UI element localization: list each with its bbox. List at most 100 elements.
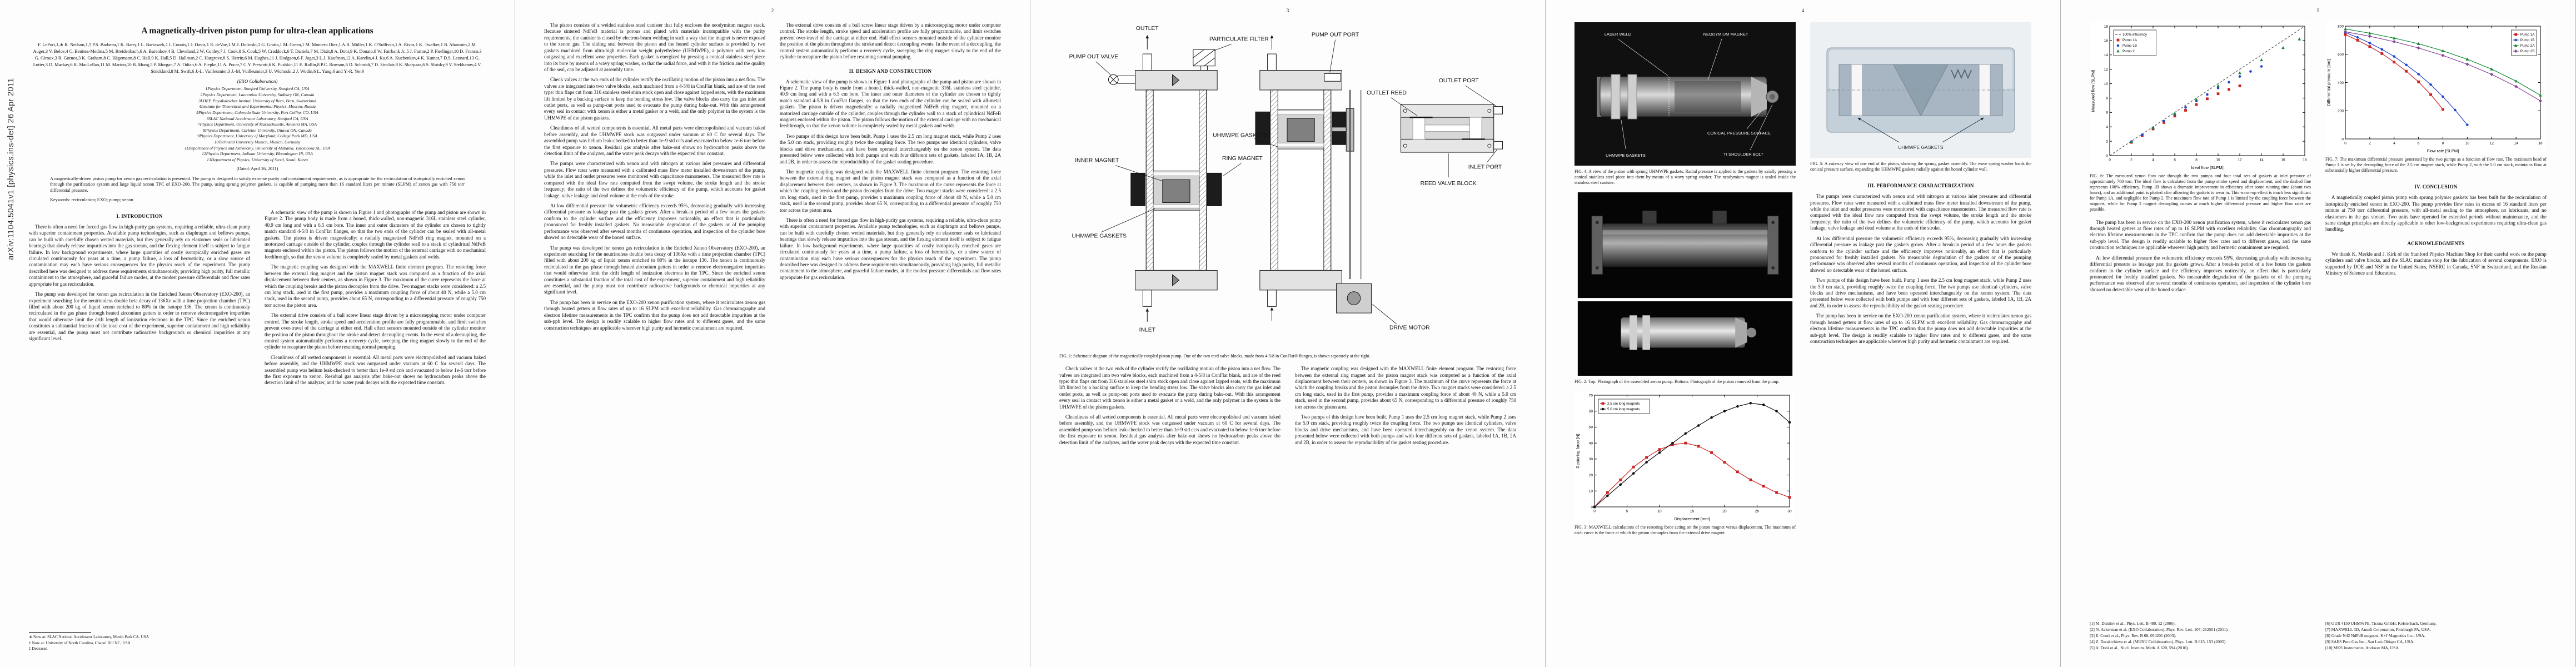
svg-text:12: 12	[2490, 142, 2494, 146]
figure-2-photo	[1575, 192, 1796, 376]
fig4-label-uhmwpe-gaskets: UHMWPE GASKETS	[1606, 153, 1646, 158]
fig5-cad-svg: UHMWPE GASKETS	[1810, 22, 2031, 158]
svg-text:0: 0	[1591, 506, 1593, 510]
body-paragraph: The pump was developed for xenon gas rec…	[544, 245, 765, 295]
left-column: The piston consists of a welded stainles…	[544, 22, 765, 651]
svg-text:0: 0	[2106, 154, 2108, 158]
body-paragraph: At low differential pressure the volumet…	[1810, 235, 2031, 273]
body-paragraph: At low differential pressure the volumet…	[544, 202, 765, 241]
reference: [10] MKS Instruments, Andover MA, USA.	[2325, 645, 2400, 650]
reed-valve-block-detail	[1401, 104, 1503, 153]
fig4-caption: FIG. 4: A view of the piston with sprung…	[1575, 169, 1796, 186]
ring-magnet-right	[1207, 172, 1222, 206]
svg-text:800: 800	[2338, 24, 2344, 28]
section-heading-introduction: I. INTRODUCTION	[116, 213, 163, 219]
fig4-photo-svg: LASER WELD NEODYMIUM MAGNET CONICAL PRES…	[1575, 22, 1796, 166]
reference-list-right: [6] GUR 4150 UHMWPE, Ticona GmbH, Kelste…	[2325, 621, 2547, 651]
two-column-body: LASER WELD NEODYMIUM MAGNET CONICAL PRES…	[1575, 22, 2031, 651]
body-paragraph: The magnetic coupling was designed with …	[780, 169, 1001, 213]
reference: [9] SAES Pure Gas Inc., San Luis Obispo …	[2325, 639, 2415, 644]
affiliation: 1Physics Department, Stanford University…	[205, 86, 310, 92]
two-column-body: The piston consists of a welded stainles…	[544, 22, 1001, 651]
fig5-label-uhmwpe-gaskets: UHMWPE GASKETS	[1898, 145, 1944, 150]
svg-text:Differential pressure [torr]: Differential pressure [torr]	[2326, 59, 2331, 106]
drive-motor-box	[1336, 283, 1372, 313]
flange	[1591, 216, 1603, 275]
reference: [6] GUR 4150 UHMWPE, Ticona GmbH, Kelste…	[2325, 620, 2437, 626]
footnote: ∗ Now at: SLAC National Accelerator Labo…	[29, 634, 149, 640]
flange	[1767, 216, 1779, 275]
fig1-label-outlet: OUTLET	[1136, 26, 1159, 32]
svg-text:14: 14	[2514, 142, 2519, 146]
pump-body	[1602, 223, 1768, 267]
fig1-label-pump-out-port: PUMP OUT PORT	[1312, 32, 1359, 38]
body-paragraph: A schematic view of the pump is shown in…	[265, 209, 486, 260]
page-number: 4	[1801, 8, 1805, 13]
svg-text:15: 15	[1690, 510, 1695, 514]
author-list: F. LePort,1,∗ R. Neilson,1,† P.S. Barbea…	[33, 42, 482, 74]
reference: [3] E. Conti et al., Phys. Rev. B 68, 05…	[2090, 633, 2176, 638]
svg-text:Pump 2A: Pump 2A	[2520, 44, 2535, 48]
body-paragraph: We thank K. Merkle and J. Kirk of the St…	[2325, 251, 2547, 276]
fig1-label-drive-motor: DRIVE MOTOR	[1389, 325, 1430, 331]
fig1-label-ring-magnet: RING MAGNET	[1222, 156, 1263, 162]
body-paragraph: Two pumps of this design have been built…	[1295, 414, 1516, 445]
svg-text:2: 2	[2130, 158, 2132, 162]
svg-text:8: 8	[2106, 97, 2108, 101]
svg-text:10: 10	[1589, 490, 1593, 494]
page-4: 4	[1546, 0, 2061, 667]
affiliation: 12Physics Department, Indiana University…	[202, 151, 313, 157]
svg-text:40: 40	[1589, 442, 1593, 446]
affiliation: 13Department of Physics, University of S…	[207, 157, 308, 162]
footnote: ‡ Deceased	[29, 645, 48, 651]
svg-text:200: 200	[2338, 109, 2344, 113]
svg-text:30: 30	[1589, 457, 1593, 461]
svg-text:5: 5	[1626, 510, 1628, 514]
body-paragraph: The external drive consists of a ball sc…	[780, 22, 1001, 60]
svg-text:14: 14	[2104, 53, 2109, 57]
gasket-band	[1627, 74, 1637, 120]
svg-text:4: 4	[2106, 126, 2108, 130]
svg-text:0: 0	[1593, 510, 1596, 514]
svg-text:Flow rate [SLPM]: Flow rate [SLPM]	[2427, 148, 2459, 153]
paper-title: A magnetically-driven piston pump for ul…	[141, 26, 373, 36]
fig3-caption: FIG. 3: MAXWELL calculations of the rest…	[1575, 525, 1796, 536]
fig1-label-outlet-reed: OUTLET REED	[1367, 90, 1407, 96]
keywords: Keywords: recirculation; EXO; pump; xeno…	[50, 197, 133, 202]
pump-assembly-b	[1255, 35, 1372, 321]
body-paragraph: The external drive consists of a ball sc…	[265, 312, 486, 350]
svg-text:10: 10	[2104, 82, 2109, 86]
left-column: LASER WELD NEODYMIUM MAGNET CONICAL PRES…	[1575, 22, 1796, 651]
body-paragraph: A schematic view of the pump is shown in…	[780, 78, 1001, 129]
svg-text:2: 2	[2369, 142, 2371, 146]
body-paragraph: The magnetic coupling was designed with …	[265, 264, 486, 308]
piston-photo	[1621, 317, 1745, 348]
body-paragraph: At low differential pressure the volumet…	[2090, 255, 2311, 292]
two-column-body: Check valves at the two ends of the cyli…	[1059, 366, 1516, 651]
page-1: arXiv:1104.5041v1 [physics.ins-det] 26 A…	[0, 0, 515, 667]
right-column: The external drive consists of a ball sc…	[780, 22, 1001, 651]
fig1-label-uhmwpe-gaskets: UHMWPE GASKETS	[1072, 233, 1127, 239]
reference: [4] Z. Daraktchieva et al. (MUNU Collabo…	[2090, 639, 2227, 644]
page-number: 2	[771, 8, 774, 13]
right-column: A schematic view of the pump is shown in…	[265, 210, 486, 651]
reference-list-left: [1] M. Danilov et al., Phys. Lett. B 480…	[2090, 621, 2311, 651]
body-paragraph: Cleanliness of all wetted components is …	[544, 125, 765, 157]
dated-line: (Dated: April 26, 2011)	[236, 166, 278, 171]
svg-text:25: 25	[1755, 510, 1760, 514]
fig1-label-reed-valve-block: REED VALVE BLOCK	[1421, 181, 1477, 187]
svg-text:100% efficiency: 100% efficiency	[2122, 33, 2148, 37]
footnote-rule	[29, 632, 91, 633]
collaboration: (EXO Collaboration)	[237, 78, 278, 84]
two-column-body: I. INTRODUCTION There is often a need fo…	[29, 210, 486, 651]
right-column: The magnetic coupling was designed with …	[1295, 366, 1516, 651]
svg-text:12: 12	[2104, 68, 2109, 72]
affiliation: 4Institute for Theoretical and Experimen…	[199, 104, 316, 109]
svg-text:400: 400	[2338, 81, 2344, 85]
svg-text:Pump 1A: Pump 1A	[2520, 33, 2535, 37]
svg-text:2: 2	[2106, 140, 2108, 143]
fig4-label-ti-shoulder-bolt: TI SHOULDER BOLT	[1723, 152, 1763, 157]
affiliation-list: 1Physics Department, Stanford University…	[29, 86, 486, 163]
